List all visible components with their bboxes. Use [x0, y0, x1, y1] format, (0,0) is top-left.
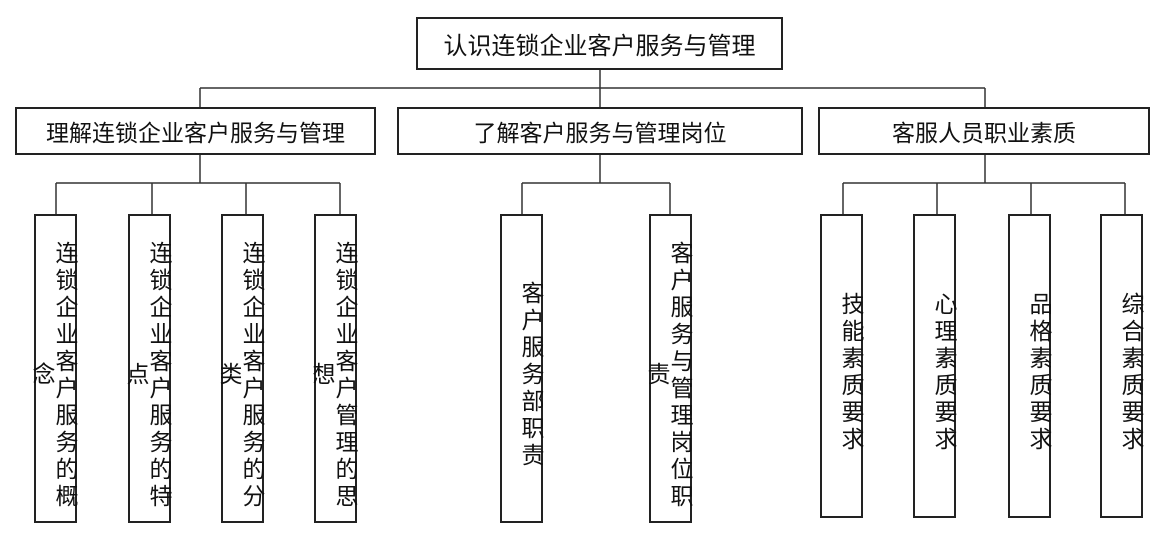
branch-node-understand: 理解连锁企业客户服务与管理: [15, 107, 376, 155]
leaf-node: 连锁企业客户服务的概念: [28, 214, 77, 523]
leaf-node: 心理素质要求: [913, 214, 956, 518]
branch-node-positions: 了解客户服务与管理岗位: [397, 107, 803, 155]
root-node: 认识连锁企业客户服务与管理: [416, 17, 783, 70]
leaf-node: 客户服务与管理岗位职责: [643, 214, 692, 523]
leaf-node: 连锁企业客户服务的特点: [122, 214, 171, 523]
leaf-node: 品格素质要求: [1008, 214, 1051, 518]
leaf-node: 连锁企业客户管理的思想: [308, 214, 357, 523]
branch-node-qualities: 客服人员职业素质: [818, 107, 1150, 155]
leaf-node: 连锁企业客户服务的分类: [215, 214, 264, 523]
leaf-node: 客户服务部职责: [500, 214, 543, 523]
leaf-node: 技能素质要求: [820, 214, 863, 518]
leaf-node: 综合素质要求: [1100, 214, 1143, 518]
